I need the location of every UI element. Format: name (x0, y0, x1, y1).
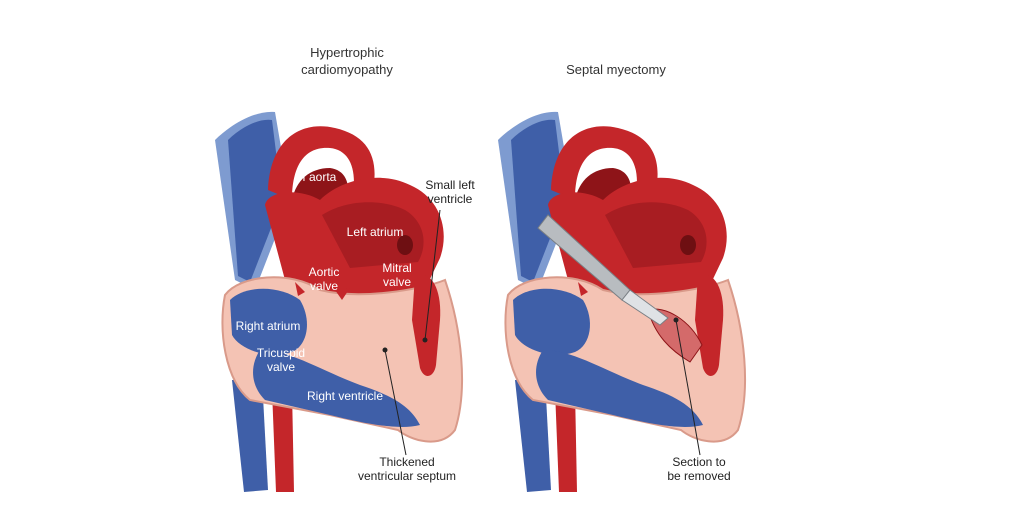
leader-septum (384, 349, 407, 456)
label-tricuspid-line1: Tricuspid (257, 346, 305, 360)
label-aortic-line1: Aortic (309, 265, 340, 279)
leader-section (675, 319, 701, 456)
label-right-ventricle: Right ventricle (307, 389, 383, 403)
left-title-line2: cardiomyopathy (301, 62, 393, 77)
right-heart-illustration (497, 110, 747, 493)
left-heart-illustration (214, 110, 464, 493)
scalpel-icon (537, 214, 669, 326)
right-title: Septal myectomy (566, 62, 666, 77)
leader-dot-section (673, 317, 679, 323)
label-tricuspid-line2: valve (267, 360, 295, 374)
label-mitral-line1: Mitral (382, 261, 411, 275)
label-arch-line1: Arch (304, 156, 329, 170)
label-aortic-line2: valve (310, 279, 338, 293)
left-title-line1: Hypertrophic (310, 45, 384, 60)
leader-dot-small-lv (422, 337, 428, 343)
label-mitral-line2: valve (383, 275, 411, 289)
label-left-atrium: Left atrium (347, 225, 404, 239)
leader-small-lv (424, 209, 441, 341)
label-arch-line2: of aorta (296, 170, 337, 184)
label-section-line2: be removed (667, 469, 730, 483)
leader-dot-septum (382, 347, 388, 353)
label-right-atrium: Right atrium (236, 319, 301, 333)
label-septum-line2: ventricular septum (358, 469, 456, 483)
label-section-line1: Section to (672, 455, 726, 469)
label-small-lv-line1: Small left (425, 178, 475, 192)
label-small-lv-line2: ventricle (428, 192, 473, 206)
label-septum-line1: Thickened (379, 455, 434, 469)
